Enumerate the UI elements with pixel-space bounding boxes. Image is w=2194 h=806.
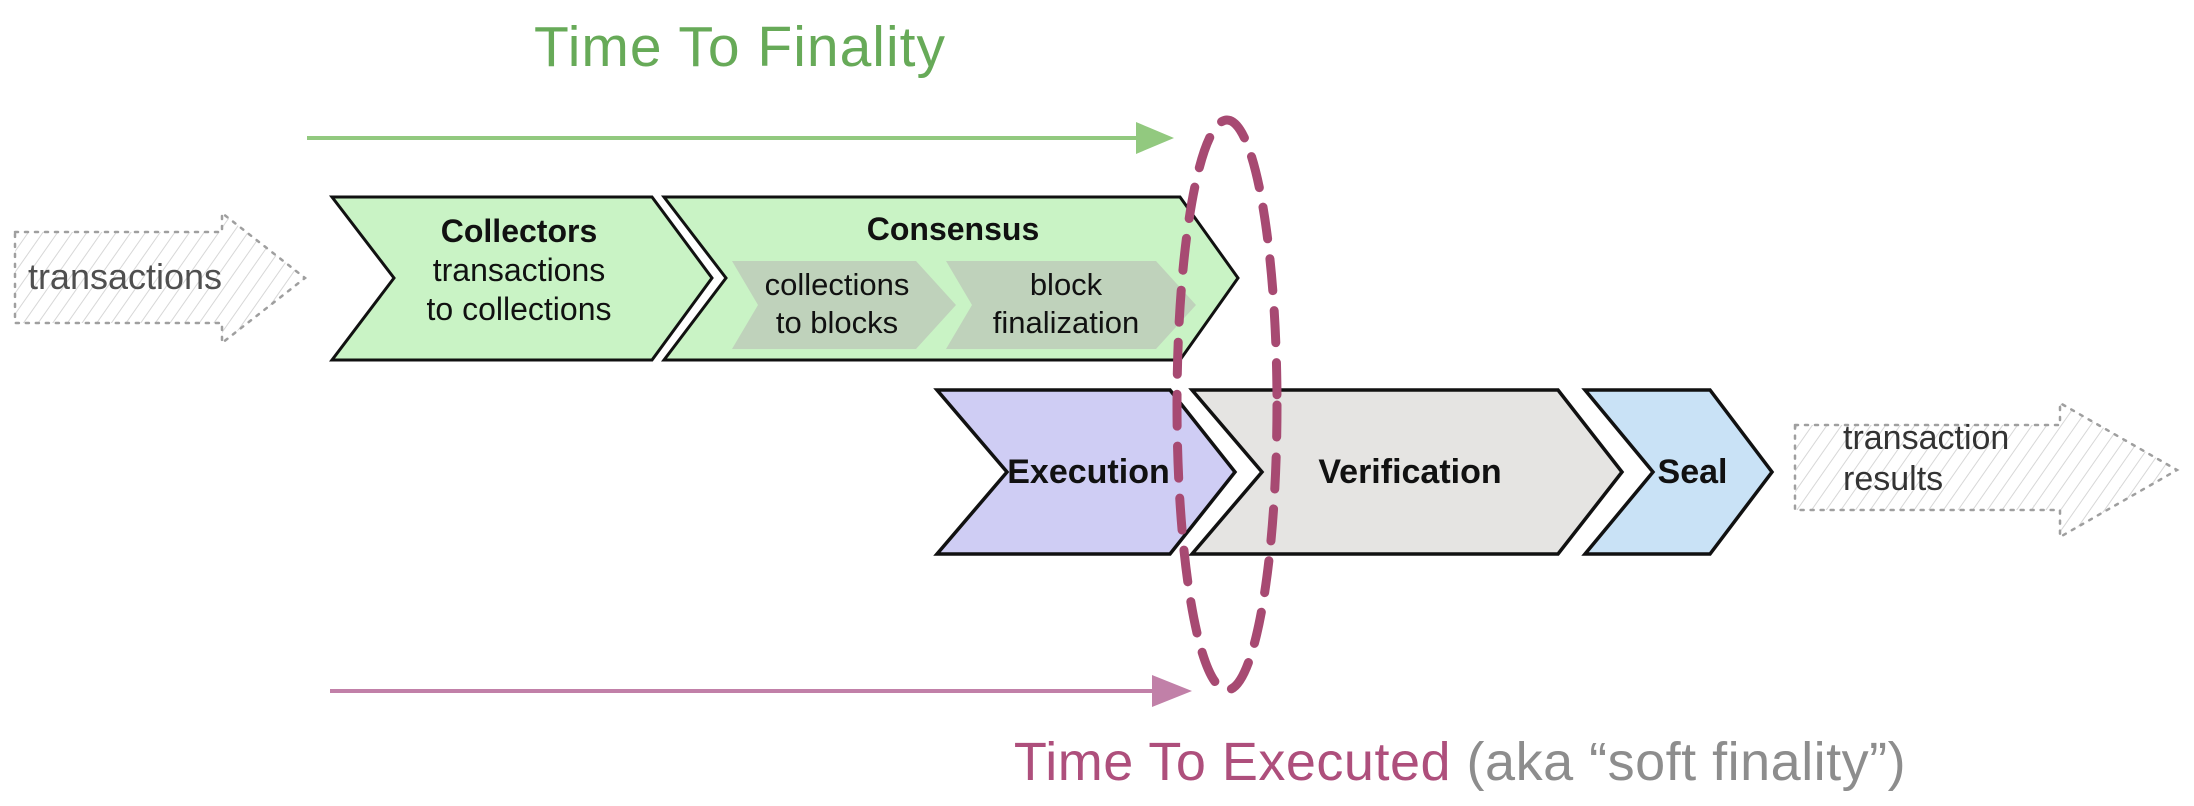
collectors-line2: to collections: [426, 291, 612, 327]
transaction-results-output-arrow-icon: [1793, 400, 2180, 540]
collections-to-blocks-line1: collections: [764, 267, 910, 302]
verification-chevron: [1188, 388, 1625, 556]
executed-boundary-ellipse: [1172, 115, 1282, 695]
collectors-chevron: [328, 195, 714, 362]
consensus-title: Consensus: [866, 211, 1040, 247]
block-finalization-line1: block: [1029, 267, 1103, 302]
collectors-title: Collectors: [440, 213, 598, 249]
verification-label: Verification: [1318, 452, 1502, 491]
block-finalization-line2: finalization: [992, 305, 1140, 340]
block-finalization-subchevron: [946, 261, 1196, 349]
time-to-executed-arrowhead-icon: [1152, 675, 1192, 707]
time-to-finality-title: Time To Finality: [534, 15, 946, 79]
seal-chevron: [1581, 388, 1775, 556]
time-to-finality-arrowhead-icon: [1136, 122, 1174, 154]
transactions-input-label: transactions: [27, 256, 223, 297]
collections-to-blocks-text: collections to blocks: [752, 266, 922, 342]
soft-finality-note: (aka “soft finality”): [1451, 732, 1907, 792]
transaction-results-line2: results: [1843, 460, 1944, 498]
transaction-results-line1: transaction: [1843, 419, 2010, 457]
transaction-results-label: transaction results: [1843, 418, 2143, 500]
execution-label: Execution: [1007, 452, 1170, 491]
collectors-stage-text: Collectors transactions to collections: [386, 212, 652, 329]
block-finalization-text: block finalization: [972, 266, 1160, 342]
time-to-executed-title: Time To Executed (aka “soft finality”): [890, 731, 2030, 793]
collections-to-blocks-subchevron: [732, 261, 956, 349]
seal-label: Seal: [1657, 452, 1728, 491]
time-to-executed-text: Time To Executed: [1013, 732, 1452, 792]
execution-chevron: [933, 388, 1238, 556]
collections-to-blocks-line2: to blocks: [775, 305, 899, 340]
collectors-line1: transactions: [432, 252, 606, 288]
transactions-input-arrow-icon: [13, 210, 308, 346]
